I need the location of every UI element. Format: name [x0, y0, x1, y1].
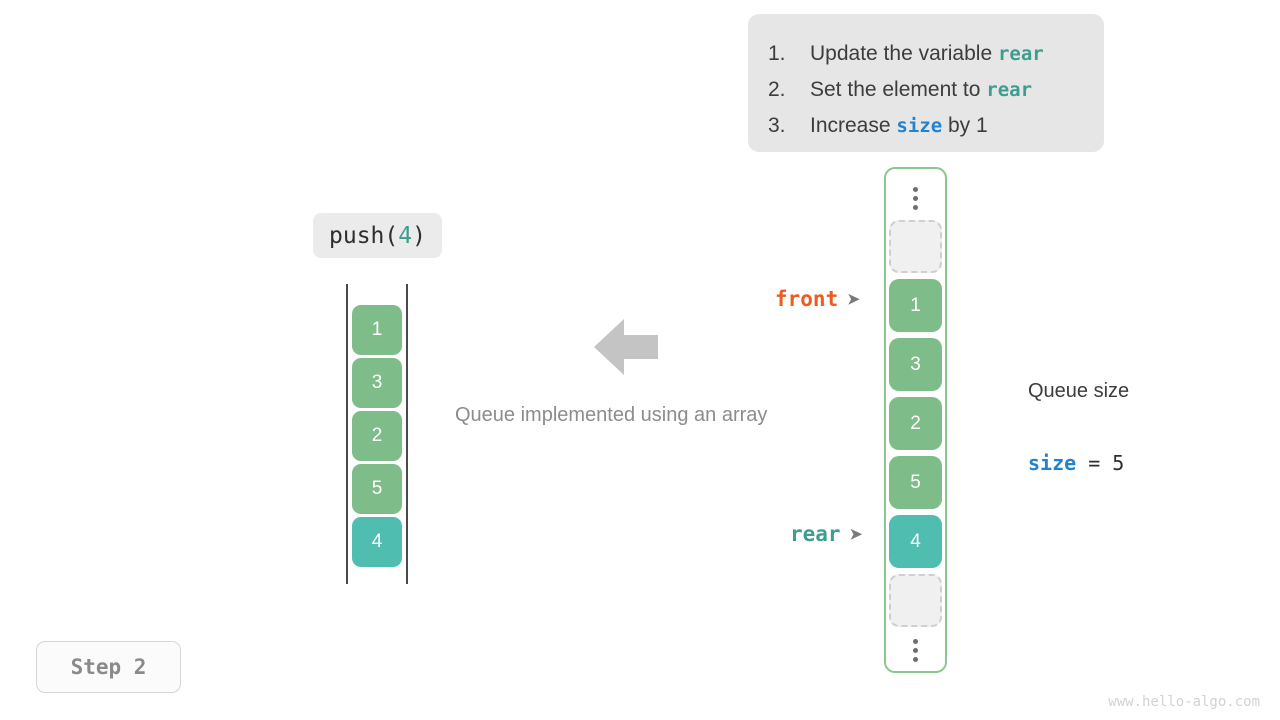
array-cell: 1 [352, 305, 402, 355]
ellipsis-dot [913, 638, 918, 644]
queue-cell-empty [889, 220, 942, 273]
instruction-number: 3. [768, 114, 786, 137]
instruction-text-suffix: by 1 [942, 114, 988, 137]
rear-pointer-text: rear [790, 522, 841, 546]
instruction-item: 3. Increase size by 1 [768, 108, 1084, 144]
ellipsis-dot [913, 204, 918, 210]
instruction-text: Set the element to [810, 78, 987, 101]
queue-size-expression: size = 5 [1028, 451, 1129, 475]
queue-cell: 2 [889, 397, 942, 450]
operation-label: push(4) [313, 213, 442, 258]
operation-label-argument: 4 [398, 222, 413, 249]
queue-cell-highlighted: 4 [889, 515, 942, 568]
instruction-item: 1. Update the variable rear [768, 36, 1084, 72]
instruction-number: 1. [768, 42, 786, 65]
instruction-number: 2. [768, 78, 786, 101]
instruction-code-rear: rear [986, 79, 1033, 101]
array-cell-list: 1 3 2 5 4 [352, 305, 402, 567]
diagram-caption: Queue implemented using an array [455, 404, 768, 426]
array-diagram: 1 3 2 5 4 [346, 284, 408, 584]
front-pointer-text: front [775, 287, 839, 311]
ellipsis-dot [913, 647, 918, 653]
instruction-code-rear: rear [997, 43, 1044, 65]
queue-size-value: 5 [1112, 451, 1125, 475]
left-arrow-icon [594, 319, 658, 375]
array-cell: 5 [352, 464, 402, 514]
queue-cell: 3 [889, 338, 942, 391]
operation-label-suffix: ) [412, 222, 426, 249]
front-pointer-arrow-icon: ➤ [847, 291, 860, 308]
instruction-item: 2. Set the element to rear [768, 72, 1084, 108]
instruction-text: Increase [810, 114, 897, 137]
array-cell: 3 [352, 358, 402, 408]
ellipsis-dot [913, 195, 918, 201]
array-cell: 2 [352, 411, 402, 461]
queue-size-operator: = [1076, 451, 1113, 475]
queue-cell: 5 [889, 456, 942, 509]
watermark: www.hello-algo.com [1108, 694, 1260, 710]
rear-pointer-arrow-icon: ➤ [849, 526, 863, 543]
instruction-code-size: size [896, 115, 943, 137]
instruction-text: Update the variable [810, 42, 998, 65]
instruction-card: 1. Update the variable rear 2. Set the e… [748, 14, 1104, 152]
ellipsis-dot [913, 656, 918, 662]
queue-cell-empty [889, 574, 942, 627]
array-cell-highlighted: 4 [352, 517, 402, 567]
queue-size-variable: size [1028, 451, 1077, 475]
front-pointer-label: front ➤ [775, 287, 860, 311]
queue-size-title: Queue size [1028, 380, 1130, 402]
queue-cell: 1 [889, 279, 942, 332]
queue-size-readout: Queue size size = 5 [1028, 344, 1129, 493]
array-bracket-left [346, 284, 348, 584]
ellipsis-dot [913, 186, 918, 192]
operation-label-prefix: push( [329, 222, 399, 249]
rear-pointer-label: rear ➤ [790, 522, 862, 546]
ellipsis-bottom-icon [913, 633, 918, 667]
queue-diagram: 1 3 2 5 4 [884, 167, 947, 673]
ellipsis-top-icon [913, 181, 918, 215]
array-bracket-right [406, 284, 408, 584]
step-badge: Step 2 [36, 641, 181, 693]
